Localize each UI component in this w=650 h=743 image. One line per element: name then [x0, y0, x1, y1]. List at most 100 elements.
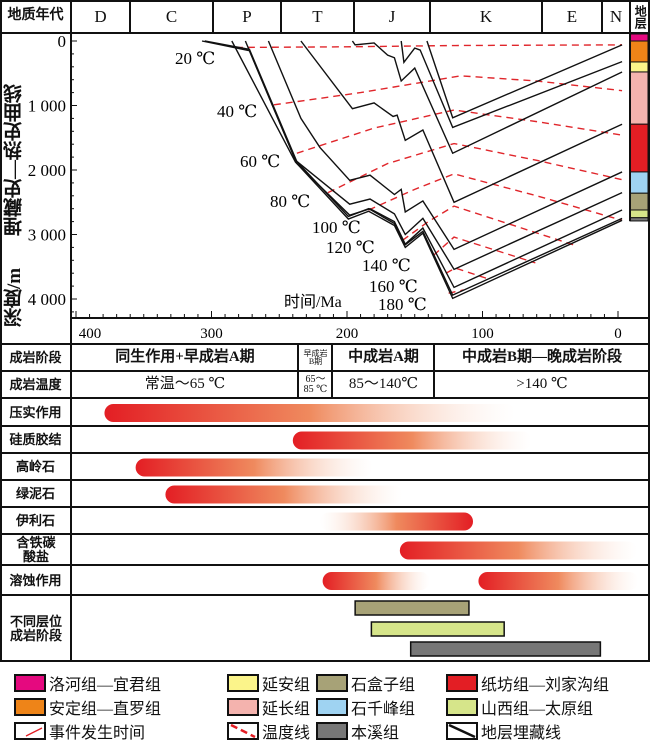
- legend-item: 延安组: [227, 673, 311, 694]
- burial-line: [400, 40, 623, 129]
- y-tick-label: 0: [58, 32, 67, 51]
- legend-item: 石千峰组: [316, 697, 416, 718]
- legend-swatch: [316, 722, 348, 740]
- legend-swatch: [446, 698, 478, 716]
- period-c: C: [165, 6, 178, 26]
- x-tick-label: 0: [614, 326, 622, 342]
- strata-layer: [629, 192, 649, 211]
- isotherm-label: 80 ℃: [270, 192, 310, 211]
- strata-layer: [629, 123, 649, 173]
- layer-stage-bar: [354, 600, 470, 616]
- temp-early-b: 65～85 ℃: [303, 373, 328, 395]
- period-n: N: [609, 6, 623, 26]
- strata-column: [629, 33, 649, 222]
- isotherm-label: 60 ℃: [240, 152, 280, 171]
- legend-swatch: [14, 698, 46, 716]
- strata-layer: [629, 33, 649, 42]
- isotherm-line: [235, 44, 623, 49]
- stage-early-a: 同生作用+早成岩A期: [115, 349, 255, 366]
- y-tick-label: 2 000: [28, 161, 66, 180]
- legend-item: 温度线: [227, 721, 310, 742]
- legend-item: 石盒子组: [316, 673, 416, 694]
- legend-label: 地层埋藏线: [481, 725, 562, 742]
- legend-label: 事件发生时间: [49, 725, 146, 742]
- strata-layer: [629, 71, 649, 125]
- event-label-chlorite: 绿泥石: [15, 486, 55, 502]
- period-d: D: [94, 6, 107, 26]
- legend-swatch: [316, 698, 348, 716]
- legend-label: 石盒子组: [351, 677, 416, 694]
- x-tick-label: 300: [200, 326, 223, 342]
- event-label-ferroan-carbonate: 含铁碳酸盐: [16, 535, 56, 564]
- temp-middle-b-late: >140 ℃: [516, 376, 568, 393]
- legend-item: 洛河组—宜君组: [14, 673, 162, 694]
- strata-layer: [629, 171, 649, 194]
- legend-swatch: [316, 674, 348, 692]
- x-tick-label: 200: [336, 326, 359, 342]
- burial-symbol-icon: [446, 722, 478, 740]
- isotherm-line: [368, 173, 623, 221]
- event-label-kaolinite: 高岭石: [15, 459, 55, 475]
- legend-item: 山西组—太原组: [446, 697, 594, 718]
- isotherm-label: 100 ℃: [312, 218, 361, 237]
- stage-early-b: 早成岩B期: [303, 349, 328, 366]
- isotherm-label: 20 ℃: [175, 49, 215, 68]
- isotherm-symbol-icon: [227, 722, 259, 740]
- isotherm-line: [296, 109, 623, 154]
- stage-row-label: 成岩阶段: [9, 350, 62, 366]
- strata-layer: [629, 61, 649, 73]
- isotherm-lines: [235, 44, 623, 294]
- period-k: K: [479, 6, 493, 26]
- event-label-silica-cement: 硅质胶结: [9, 432, 62, 448]
- layer-stage-bar: [409, 641, 602, 657]
- event-label-compaction: 压实作用: [9, 404, 62, 420]
- isotherm-label: 120 ℃: [326, 238, 375, 257]
- y-tick-label: 3 000: [28, 226, 66, 245]
- geologic-time-header: 地质年代 D C P T J K E N 地层: [0, 0, 650, 33]
- burial-lines: [201, 40, 623, 300]
- layer-stage-label: 不同层位成岩阶段: [9, 613, 62, 643]
- burial-line: [300, 40, 623, 204]
- event-time-bar: [292, 431, 532, 450]
- legend-label: 安定组—直罗组: [49, 701, 162, 718]
- event-label-dissolution: 溶蚀作用: [9, 572, 62, 588]
- period-t: T: [312, 6, 323, 26]
- event-time-bar: [478, 572, 639, 590]
- y-axis-label-bottom: 深度/m: [4, 267, 26, 328]
- burial-line: [231, 40, 623, 289]
- event-time-bar: [399, 541, 637, 560]
- strata-layer: [629, 209, 649, 219]
- burial-line: [351, 40, 623, 155]
- legend-item: 本溪组: [316, 721, 400, 742]
- isotherm-label: 140 ℃: [362, 256, 411, 275]
- event-symbol-icon: [14, 722, 46, 740]
- event-bars: [104, 404, 639, 590]
- legend-label: 山西组—太原组: [481, 701, 594, 718]
- legend-label: 本溪组: [351, 725, 400, 742]
- isotherm-line: [273, 75, 623, 106]
- stage-middle-b-late: 中成岩B期—晚成岩阶段: [461, 349, 622, 366]
- legend-label: 石千峰组: [351, 701, 416, 718]
- isotherm-label: 40 ℃: [217, 102, 257, 121]
- header-label: 地质年代: [7, 8, 64, 24]
- burial-line: [244, 40, 623, 271]
- legend-item: 地层埋藏线: [446, 721, 562, 742]
- legend-label: 延长组: [262, 701, 311, 718]
- burial-line: [426, 40, 623, 119]
- y-axis-label-top: 埋藏史—热史曲线: [4, 84, 26, 236]
- temp-early-a: 常温～65 ℃: [144, 376, 226, 393]
- isotherm-line: [445, 267, 491, 281]
- legend-label: 纸坊组—刘家沟组: [481, 677, 610, 694]
- legend-label: 延安组: [262, 677, 311, 694]
- legend-label: 洛河组—宜君组: [49, 677, 162, 694]
- y-tick-label: 1 000: [28, 97, 66, 116]
- isotherm-line: [402, 205, 574, 246]
- temp-middle-a: 85～140℃: [348, 376, 419, 393]
- strata-label: 地层: [633, 4, 648, 29]
- isotherm-line: [327, 142, 623, 194]
- period-e: E: [566, 6, 578, 26]
- period-j: J: [388, 6, 396, 26]
